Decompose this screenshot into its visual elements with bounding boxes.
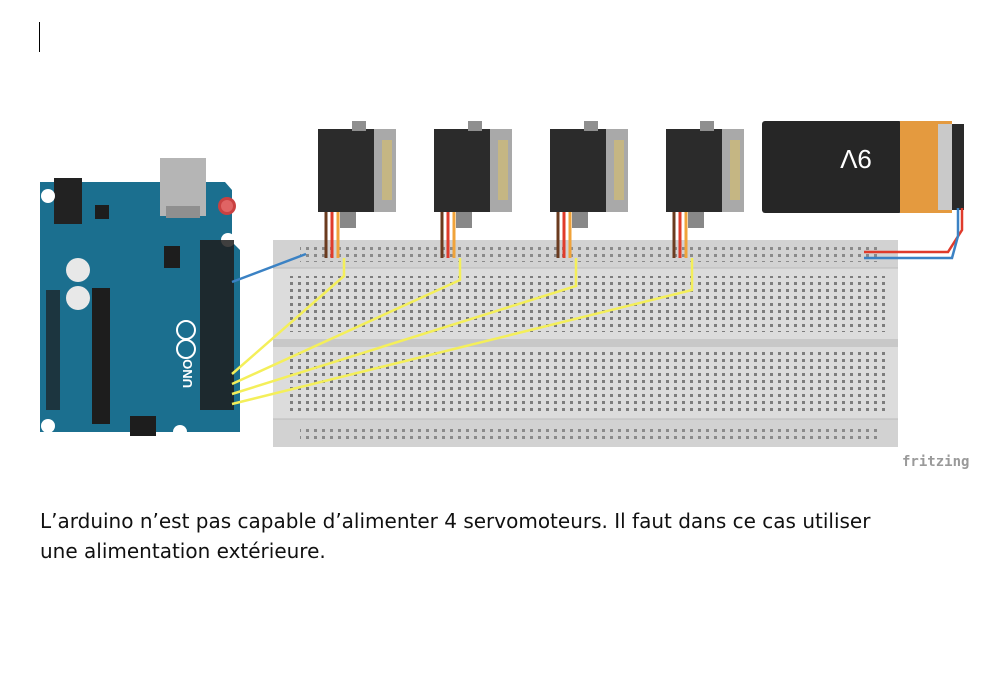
breadboard — [273, 240, 898, 447]
battery-leads — [864, 208, 964, 260]
signal-wires — [231, 258, 694, 406]
battery-9v: 9V — [762, 121, 964, 213]
caption-line-2: une alimentation extérieure. — [40, 539, 326, 563]
ground-wire — [231, 252, 307, 284]
caption-paragraph: L’arduino n’est pas capable d’alimenter … — [40, 506, 940, 566]
servo-motor — [666, 121, 744, 228]
servo-motor — [550, 121, 628, 228]
fritzing-watermark: fritzing — [902, 454, 969, 470]
arduino-board: UNO — [40, 158, 240, 439]
wiring-diagram: UNO — [40, 121, 969, 470]
servo-leads — [324, 212, 688, 258]
text-cursor — [39, 22, 40, 52]
servo-motor — [434, 121, 512, 228]
servo-motor — [318, 121, 396, 228]
battery-label: 9V — [839, 144, 871, 174]
caption-line-1: L’arduino n’est pas capable d’alimenter … — [40, 509, 871, 533]
board-label: UNO — [180, 359, 195, 388]
